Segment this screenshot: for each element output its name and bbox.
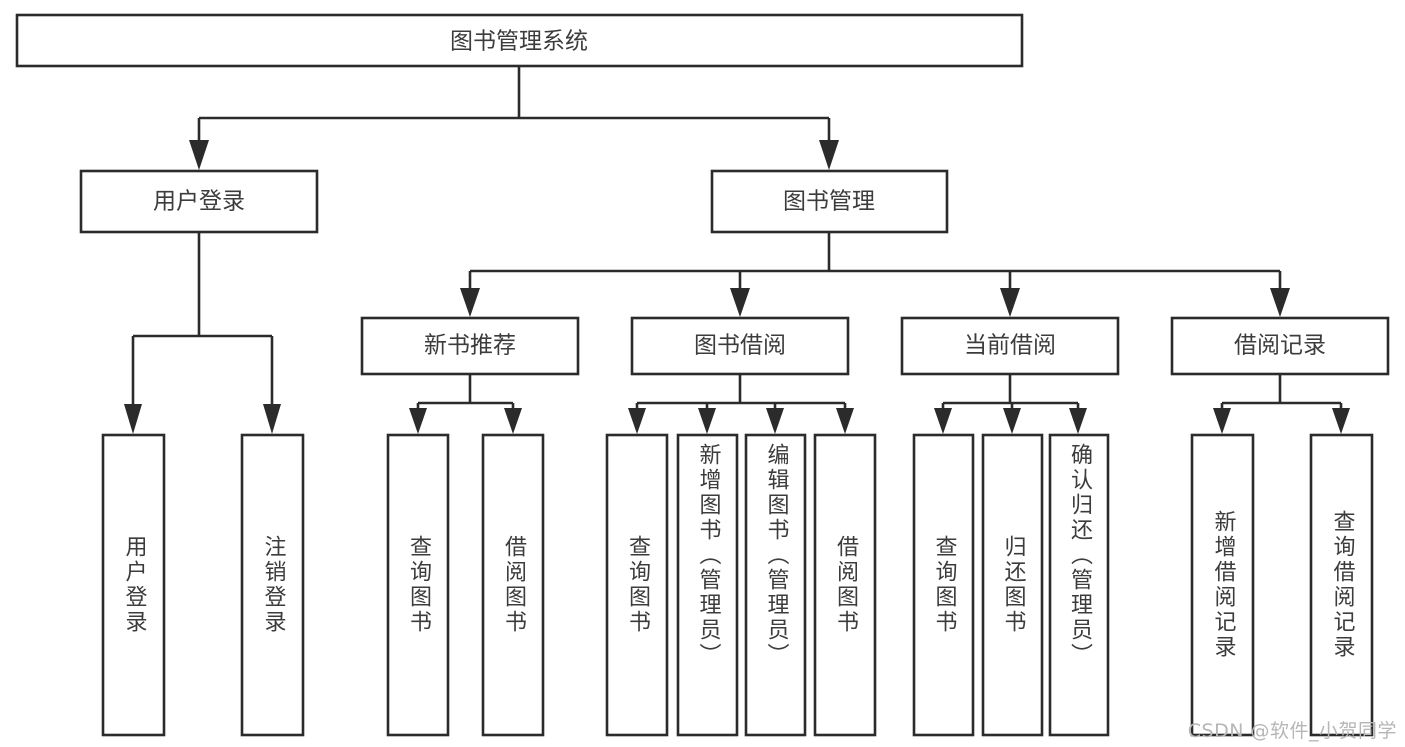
arrow-book-borrow-leaf-3 xyxy=(766,408,784,434)
node-box-leaf-book-borrow-1[interactable] xyxy=(605,433,669,737)
node-box-leaf-new-book-1[interactable] xyxy=(386,433,450,737)
node-box-leaf-user-login-1[interactable] xyxy=(101,433,166,737)
node-box-leaf-new-book-2[interactable] xyxy=(481,433,545,737)
node-box-leaf-current-borrow-1[interactable] xyxy=(912,433,975,737)
arrow-book-borrow-leaf-2 xyxy=(698,408,716,434)
node-box-leaf-book-borrow-4[interactable] xyxy=(813,433,877,737)
arrow-user-login-leaf-2 xyxy=(263,404,281,434)
arrow-to-current-borrow xyxy=(1000,288,1020,317)
node-label-current-borrow: 当前借阅 xyxy=(964,333,1056,359)
node-box-leaf-book-borrow-2[interactable] xyxy=(676,433,739,737)
node-box-user-login[interactable] xyxy=(79,169,319,234)
arrow-to-borrow-record xyxy=(1270,288,1290,317)
arrow-book-borrow-leaf-4 xyxy=(836,408,854,434)
node-box-book-manage[interactable] xyxy=(710,169,949,234)
arrow-new-book-leaf-2 xyxy=(504,408,522,434)
node-label-new-book-recommend: 新书推荐 xyxy=(424,333,516,359)
node-box-leaf-user-login-2[interactable] xyxy=(240,433,305,737)
node-box-leaf-current-borrow-2[interactable] xyxy=(981,433,1044,737)
edges-group xyxy=(124,66,1350,434)
arrow-to-book-manage xyxy=(819,140,839,170)
nodes-group: 图书管理系统 用户登录 图书管理 新书推荐 图书借阅 当前借阅 借阅记录 xyxy=(15,13,1390,737)
node-label-user-login: 用户登录 xyxy=(153,189,245,215)
arrow-current-borrow-leaf-2 xyxy=(1003,408,1021,434)
arrow-current-borrow-leaf-1 xyxy=(934,408,952,434)
arrow-to-new-book xyxy=(460,288,480,317)
csdn-watermark: CSDN @软件_小贺同学 xyxy=(1187,720,1397,742)
node-box-leaf-borrow-record-1[interactable] xyxy=(1190,433,1255,737)
arrow-book-borrow-leaf-1 xyxy=(628,408,646,434)
node-box-root[interactable] xyxy=(15,13,1024,68)
node-box-borrow-record[interactable] xyxy=(1170,316,1390,376)
arrow-borrow-record-leaf-2 xyxy=(1332,408,1350,434)
node-box-book-borrow[interactable] xyxy=(630,316,850,376)
node-box-leaf-book-borrow-3[interactable] xyxy=(744,433,807,737)
arrow-to-user-login xyxy=(189,140,209,170)
arrow-to-book-borrow xyxy=(730,288,750,317)
node-box-leaf-borrow-record-2[interactable] xyxy=(1309,433,1374,737)
arrow-user-login-leaf-1 xyxy=(124,404,142,434)
arrow-new-book-leaf-1 xyxy=(409,408,427,434)
node-label-borrow-record: 借阅记录 xyxy=(1234,333,1326,359)
node-label-book-borrow: 图书借阅 xyxy=(694,333,786,359)
arrow-current-borrow-leaf-3 xyxy=(1069,408,1087,434)
node-box-new-book-recommend[interactable] xyxy=(360,316,580,376)
node-label-root: 图书管理系统 xyxy=(450,29,588,55)
arrow-borrow-record-leaf-1 xyxy=(1213,408,1231,434)
node-box-current-borrow[interactable] xyxy=(900,316,1120,376)
node-label-book-manage: 图书管理 xyxy=(783,189,875,215)
node-box-leaf-current-borrow-3[interactable] xyxy=(1048,433,1110,737)
